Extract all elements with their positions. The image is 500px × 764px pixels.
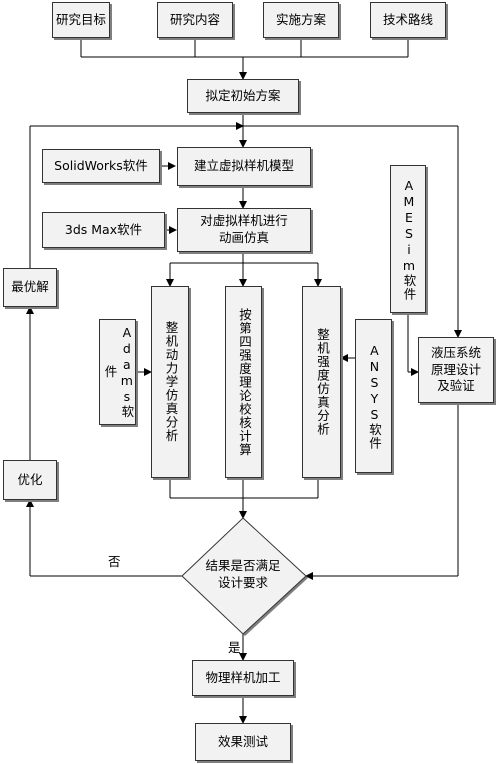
box-best-solution: 最优解 [3, 268, 57, 307]
box-optimize: 优化 [3, 460, 57, 500]
strength-sim-label: 整机强度仿真分析 [314, 328, 330, 436]
amesim-label: AMESim软件 [401, 177, 417, 301]
ansys-label: ANSYS软件 [366, 342, 382, 450]
box-amesim: AMESim软件 [390, 165, 426, 313]
box-research-content: 研究内容 [157, 2, 233, 38]
decision-diamond [181, 517, 307, 635]
box-adams: Adams软件 [99, 319, 136, 425]
box-3dsmax: 3ds Max软件 [42, 212, 165, 248]
box-strength-theory: 按第四强度理论校核计算 [225, 286, 262, 478]
box-strength-sim: 整机强度仿真分析 [302, 286, 341, 478]
no-label: 否 [108, 554, 121, 569]
decision-label: 结果是否满足 设计要求 [205, 558, 281, 590]
box-dynamics-sim: 整机动力学仿真分析 [151, 286, 189, 478]
box-research-goal: 研究目标 [52, 2, 110, 38]
box-technical-route: 技术路线 [370, 2, 446, 38]
box-solidworks: SolidWorks软件 [42, 149, 160, 183]
dynamics-label: 整机动力学仿真分析 [163, 321, 179, 443]
box-ansys: ANSYS软件 [355, 319, 392, 473]
box-build-model: 建立虚拟样机模型 [177, 147, 311, 186]
box-animation-sim: 对虚拟样机进行 动画仿真 [177, 208, 311, 252]
box-hydraulic: 液压系统 原理设计 及验证 [418, 337, 494, 403]
box-physical-prototype: 物理样机加工 [192, 660, 294, 696]
box-implementation-plan: 实施方案 [263, 2, 339, 38]
yes-label: 是 [228, 640, 241, 655]
box-effect-test: 效果测试 [195, 723, 291, 761]
box-initial-plan: 拟定初始方案 [187, 79, 299, 113]
adams-label: Adams软件 [102, 325, 135, 419]
strength-theory-label: 按第四强度理论校核计算 [236, 307, 252, 457]
